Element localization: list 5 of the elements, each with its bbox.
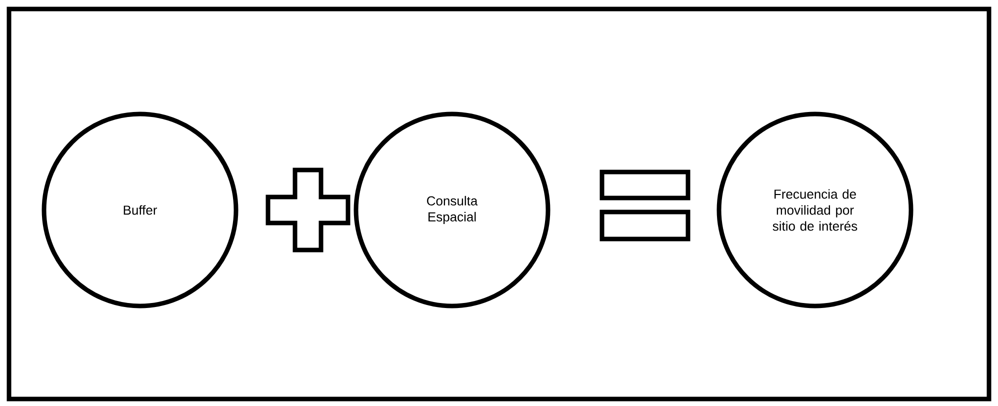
plus-sign [266,168,350,252]
circle-node: Consulta Espacial [354,112,550,308]
circle-node: Frecuencia de movilidad por sitio de interés [716,112,914,308]
circle-node: Buffer [42,112,238,308]
equals-sign [600,170,690,242]
